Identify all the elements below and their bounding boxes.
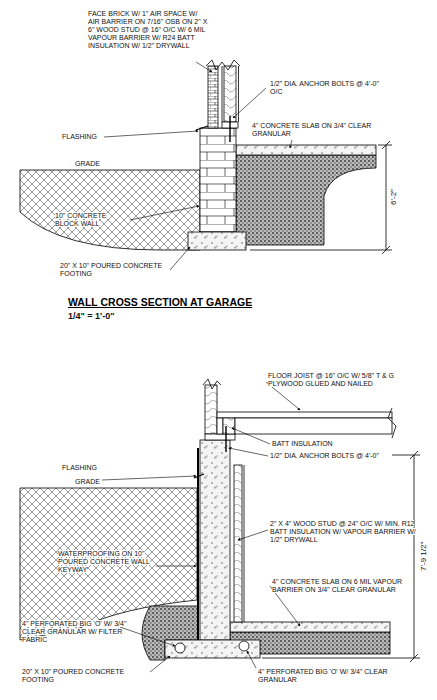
annotation-label: FLASHING [62,464,122,472]
dimension-label: 6'-2" [390,189,398,205]
annotation-label: FLASHING [62,133,122,141]
annotation-label: 1/4" = 1'-0" [68,312,158,320]
annotation-label: 4" CONCRETE SLAB ON 3/4" CLEAR GRANULAR [252,122,377,138]
annotation-label: GRADE [75,160,125,168]
annotation-label: 1/2" DIA. ANCHOR BOLTS @ 4'-0" [270,452,395,460]
annotation-label: 4" PERFORATED BIG 'O' W/ 3/4" CLEAR GRAN… [258,668,398,684]
annotation-label: 4" CONCRETE SLAB ON 6 MIL VAPOUR BARRIER… [272,578,422,594]
dimension-label: 7'-9 1/2" [420,541,428,570]
annotation-label: 1/2" DIA. ANCHOR BOLTS @ 4'-0" O/C [270,80,382,96]
drawing-title: WALL CROSS SECTION AT GARAGE [68,296,252,308]
annotation-label: WATERPROOFING ON 10" POURED CONCRETE WAL… [58,550,156,574]
annotation-label: GRADE [75,478,125,486]
annotation-label: 4" PERFORATED BIG 'O' W/ 3/4" CLEAR GRAN… [22,620,127,644]
annotation-label: FLOOR JOIST @ 16" O/C W/ 5/8" T & G PLYW… [268,372,428,388]
annotation-label: FACE BRICK W/ 1" AIR SPACE W/ AIR BARRIE… [88,10,208,50]
annotation-label: 20" X 10" POURED CONCRETE FOOTING [22,668,150,684]
annotation-label: 2" X 4" WOOD STUD @ 24" O/C W/ MIN. R12 … [270,520,420,544]
annotation-label: BATT INSULATION [272,440,372,448]
annotation-label: 10" CONCRETE BLOCK WALL [55,212,130,228]
annotation-label: 20" X 10" POURED CONCRETE FOOTING [60,262,172,278]
